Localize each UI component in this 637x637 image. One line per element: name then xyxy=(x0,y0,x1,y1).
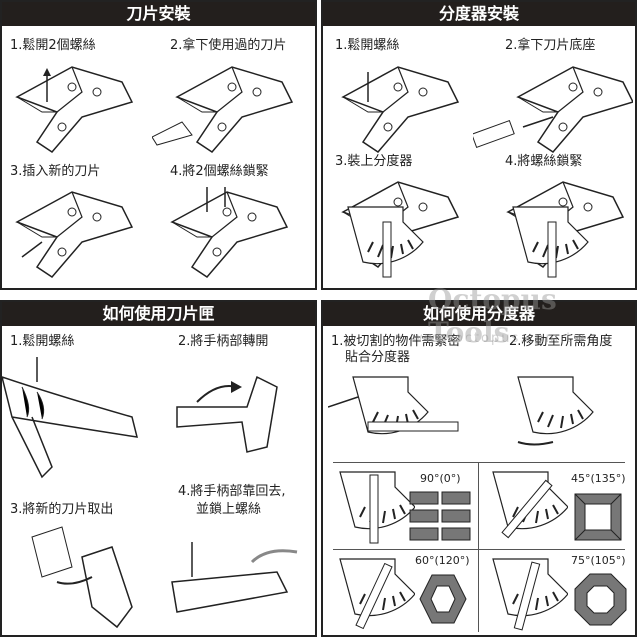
panel-protractor-usage: 如何使用分度器 1.被切割的物件需緊密 貼合分度器 2.移動至所需角度 90°(… xyxy=(321,300,637,637)
step1-illustration xyxy=(2,357,139,479)
step2-illustration xyxy=(517,376,594,446)
angle-75-illustration xyxy=(492,558,568,631)
panel-blade-install: 刀片安裝 1.鬆開2個螺絲 2.拿下使用過的刀片 3.插入新的刀片 4.將2個螺… xyxy=(0,0,317,290)
step-label: 3.裝上分度器 xyxy=(335,154,413,169)
step3-illustration xyxy=(31,526,133,629)
panel-title: 刀片安裝 xyxy=(2,2,315,26)
angle-label: 45°(135°) xyxy=(571,472,626,485)
step4-illustration xyxy=(507,181,624,278)
step-label: 1.鬆開螺絲 xyxy=(10,334,75,349)
step-label: 2.拿下使用過的刀片 xyxy=(170,38,287,53)
step-label: 2.拿下刀片底座 xyxy=(505,38,596,53)
hexagon-frame-shape xyxy=(419,574,467,624)
step-label: 2.移動至所需角度 xyxy=(509,334,613,349)
watermark-brand: Octopus Tools xyxy=(428,283,557,349)
step-label: 3.插入新的刀片 xyxy=(10,164,101,179)
square-frame-shape xyxy=(574,493,622,541)
step-label: 2.將手柄部轉開 xyxy=(178,334,269,349)
step-label: 4.將螺絲鎖緊 xyxy=(505,154,583,169)
rectangles-shape xyxy=(409,491,471,541)
octagon-frame-shape xyxy=(574,573,627,626)
step1-illustration xyxy=(342,66,459,153)
angle-label: 75°(105°) xyxy=(571,554,626,567)
watermark-url: www.octopus.com.tw xyxy=(412,331,587,346)
panel-protractor-install: 分度器安裝 1.鬆開螺絲 2.拿下刀片底座 3.裝上分度器 4.將螺絲鎖緊 xyxy=(321,0,637,290)
step2-illustration xyxy=(473,66,633,153)
step4-illustration xyxy=(171,542,298,613)
panel-title: 分度器安裝 xyxy=(323,2,635,26)
step-label: 1.鬆開2個螺絲 xyxy=(10,38,96,53)
angle-label: 90°(0°) xyxy=(420,472,461,485)
step-label: 1.被切割的物件需緊密 xyxy=(331,334,461,349)
panel-title: 如何使用分度器 xyxy=(323,302,635,326)
angle-90-illustration xyxy=(339,471,415,544)
step2-illustration xyxy=(176,375,278,453)
angle-45-illustration xyxy=(492,471,568,539)
step3-illustration xyxy=(16,191,133,278)
step2-illustration xyxy=(152,66,293,153)
step1-illustration xyxy=(16,66,133,153)
panel-title: 如何使用刀片匣 xyxy=(2,302,315,326)
step-label: 1.鬆開螺絲 xyxy=(335,38,400,53)
step-label: 4.將手柄部靠回去, xyxy=(178,484,286,499)
angle-60-illustration xyxy=(339,558,415,630)
angle-label: 60°(120°) xyxy=(415,554,470,567)
panel-blade-storage: 如何使用刀片匣 1.鬆開螺絲 2.將手柄部轉開 3.將新的刀片取出 4.將手柄部… xyxy=(0,300,317,637)
step-label: 4.將2個螺絲鎖緊 xyxy=(170,164,269,179)
step-label: 貼合分度器 xyxy=(345,350,411,365)
step-label: 並鎖上螺絲 xyxy=(196,502,262,517)
step-label: 3.將新的刀片取出 xyxy=(10,502,114,517)
step4-illustration xyxy=(171,187,288,278)
step1-illustration xyxy=(328,376,459,435)
step3-illustration xyxy=(342,181,459,278)
